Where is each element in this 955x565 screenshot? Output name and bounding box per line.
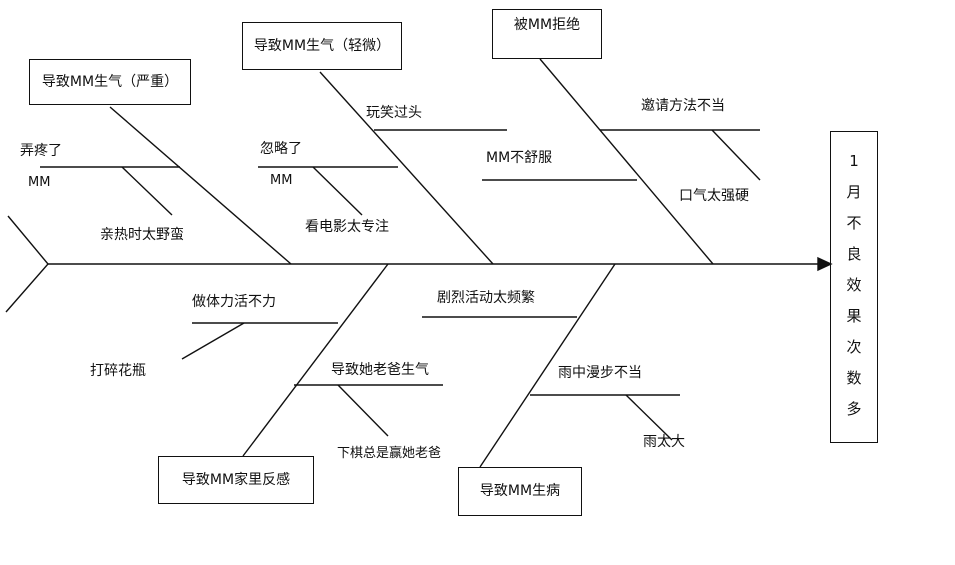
- bone-light-angry: [319, 71, 494, 265]
- cause-too-rough: 亲热时太野蛮: [100, 227, 184, 243]
- category-serious-angry: 导致MM生气（严重）: [29, 59, 191, 105]
- category-family-dislike: 导致MM家里反感: [158, 456, 314, 504]
- sub-chores-tick: [181, 322, 245, 360]
- cause-invite-wrong: 邀请方法不当: [641, 98, 725, 114]
- bone-family-dislike: [242, 263, 389, 457]
- cause-joke-too-far: 玩笑过头: [366, 105, 422, 121]
- category-rejected: 被MM拒绝: [492, 9, 602, 59]
- cause-ignored: 忽略了: [260, 141, 302, 157]
- sub-ignored-tick: [312, 166, 363, 216]
- cause-broke-vase: 打碎花瓶: [90, 363, 146, 379]
- cause-chores-weak: 做体力活不力: [192, 294, 276, 310]
- cause-heavy-rain: 雨太大: [643, 434, 685, 450]
- cause-dad-angry: 导致她老爸生气: [331, 362, 429, 378]
- sub-rain-walk-tick: [625, 394, 673, 441]
- bone-rejected: [539, 58, 714, 265]
- category-light-angry: 导致MM生气（轻微）: [242, 22, 402, 70]
- spine-arrowhead: [817, 256, 833, 272]
- cause-mm-uncomfortable: MM不舒服: [486, 150, 553, 166]
- cause-movie-focus: 看电影太专注: [305, 219, 389, 235]
- cause-tone-harsh: 口气太强硬: [679, 188, 749, 204]
- cause-hurt: 弄疼了: [20, 143, 62, 159]
- bone-serious-angry: [109, 106, 292, 265]
- cause-too-intense: 剧烈活动太频繁: [437, 290, 535, 306]
- effect-box: 1月不良效果次数多: [830, 131, 878, 443]
- sub-dad-tick: [337, 384, 389, 437]
- cause-chess-win: 下棋总是赢她老爸: [337, 446, 442, 461]
- cause-rain-walk: 雨中漫步不当: [558, 365, 642, 381]
- cause-ignored-mm: MM: [270, 173, 293, 188]
- sub-invite-tick: [711, 129, 761, 181]
- category-sick: 导致MM生病: [458, 467, 582, 516]
- sub-hurt-tick: [121, 166, 173, 216]
- cause-hurt-mm: MM: [28, 175, 51, 190]
- bone-sick: [479, 263, 616, 468]
- fish-tail: [5, 215, 49, 313]
- effect-label: 1月不良效果次数多: [846, 152, 862, 418]
